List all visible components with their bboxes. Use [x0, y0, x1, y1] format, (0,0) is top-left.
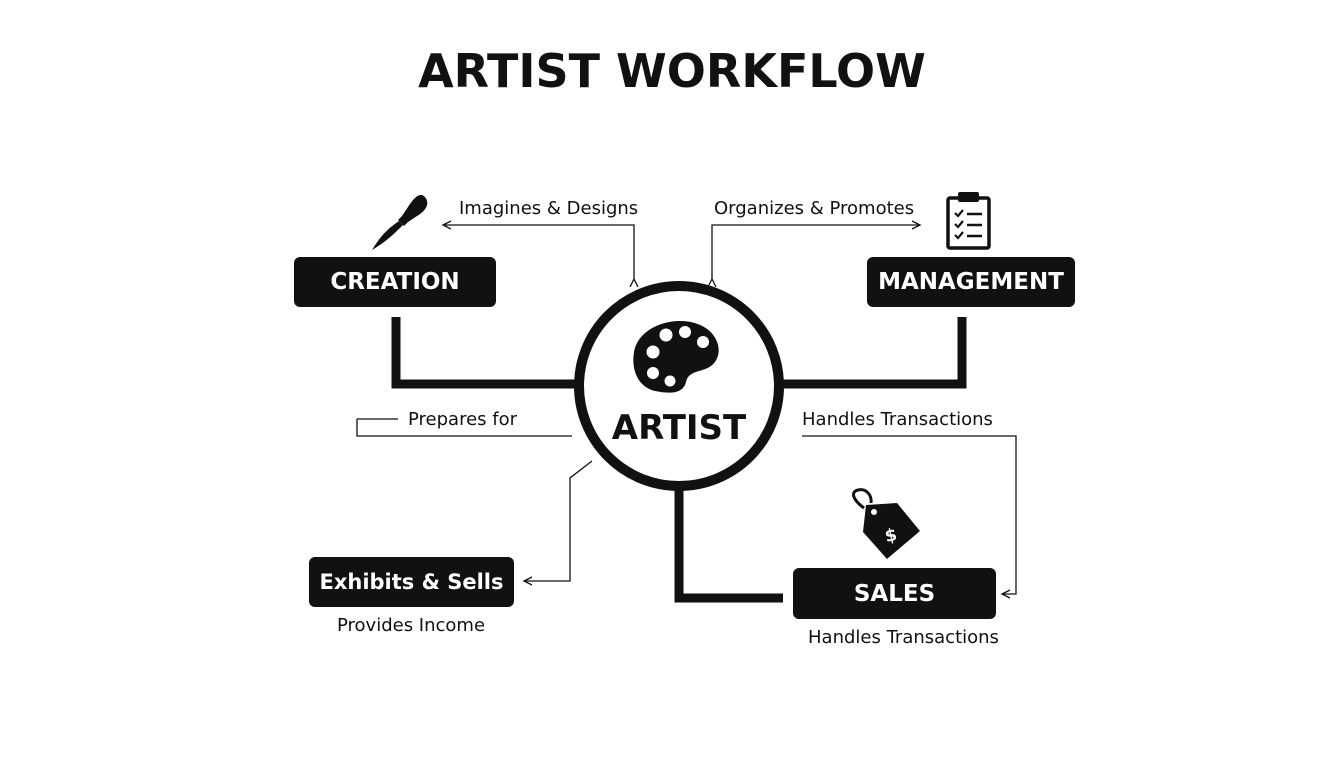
paintbrush-icon [372, 195, 428, 250]
diagram-title: ARTIST WORKFLOW [418, 44, 926, 98]
sales-node: SALES [793, 568, 996, 619]
arrow-handles-right [802, 435, 1017, 594]
edge-label-organizes: Organizes & Promotes [714, 198, 915, 219]
edge-label-prepares: Prepares for [408, 409, 518, 430]
connector-management-hub [780, 317, 967, 389]
svg-text:$: $ [883, 525, 899, 547]
line-prepares [356, 418, 572, 437]
arrow-imagines [443, 225, 634, 279]
palette-icon [633, 320, 719, 393]
edge-label-imagines: Imagines & Designs [459, 198, 639, 219]
caption-handles-transactions: Handles Transactions [808, 627, 999, 648]
connector-creation-hub [391, 317, 580, 389]
exhibits-sells-node: Exhibits & Sells [309, 557, 514, 607]
edge-label-handles-transactions: Handles Transactions [802, 409, 993, 430]
clipboard-checklist-icon [946, 192, 991, 250]
arrow-exhibits [524, 460, 593, 581]
artist-hub-label: ARTIST [611, 408, 747, 448]
caption-provides-income: Provides Income [337, 615, 486, 636]
arrow-organizes [712, 225, 920, 279]
connector-hub-sales [674, 490, 783, 603]
management-node: MANAGEMENT [867, 257, 1075, 307]
creation-node: CREATION [294, 257, 496, 307]
price-tag-dollar-icon: $ [852, 488, 920, 559]
